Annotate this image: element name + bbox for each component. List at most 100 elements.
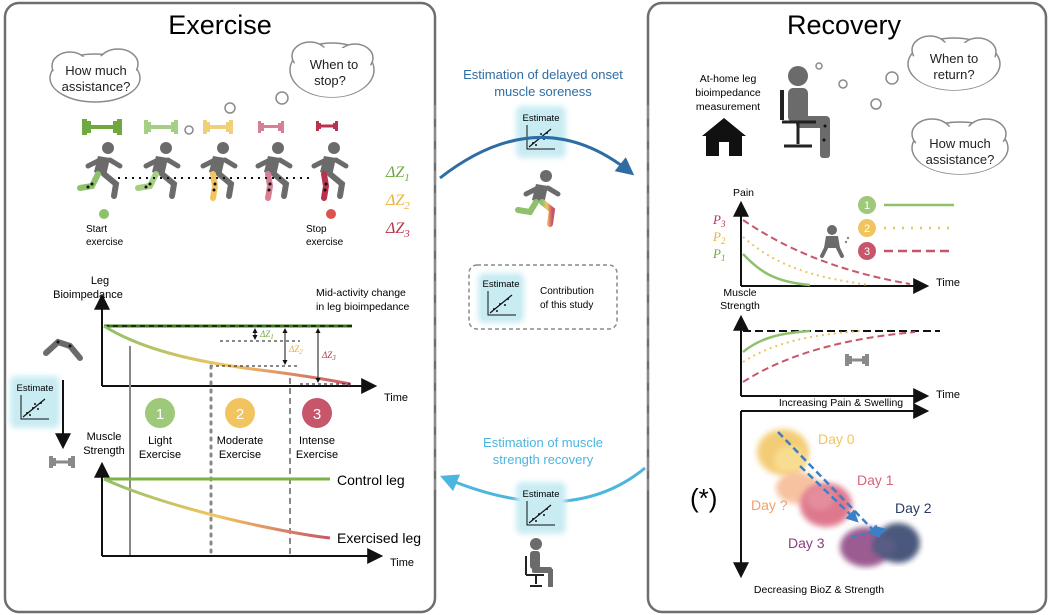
phase-3: 3 Intense Exercise: [296, 398, 338, 461]
thought-bubbles: [184, 91, 289, 135]
scatter-icon: [526, 501, 555, 526]
svg-text:P1: P1: [712, 246, 725, 263]
athome-label-3: measurement: [696, 101, 760, 113]
svg-text:Estimate: Estimate: [523, 489, 560, 500]
house-icon: [702, 118, 746, 156]
decreasing-label: Decreasing BioZ & Strength: [754, 584, 884, 596]
exercise-title: Exercise: [168, 10, 272, 40]
dz1-small: ΔZ1: [259, 329, 274, 341]
dz2-small: ΔZ2: [288, 344, 303, 356]
trend-arrow-1: [777, 431, 881, 538]
thought-cloud-stop: When to stop?: [289, 41, 375, 98]
runner-icon: [255, 142, 293, 201]
recovery-estimation-title-2: strength recovery: [493, 452, 594, 467]
start-dot: [99, 209, 109, 219]
stop-label-2: exercise: [306, 237, 344, 248]
rec-curve-2: [742, 330, 861, 363]
svg-text:Estimate: Estimate: [17, 383, 54, 394]
phase-2: 2 Moderate Exercise: [217, 398, 263, 461]
scatter-icon: [487, 291, 516, 316]
dz1-label: ΔZ1: [385, 164, 410, 184]
phase-3-label-2: Exercise: [296, 449, 338, 461]
dz3-label: ΔZ3: [385, 220, 410, 240]
phase-2-label-2: Exercise: [219, 449, 261, 461]
dumbbell-icon: [203, 120, 233, 134]
day0-label: Day 0: [818, 431, 855, 447]
doms-arc-arrow: [439, 135, 635, 180]
runner-icon: [200, 142, 238, 201]
thought-return-line2: return?: [933, 67, 974, 82]
dumbbell-icon: [82, 119, 122, 135]
svg-text:3: 3: [313, 406, 321, 423]
dumbbell-icon: [258, 121, 284, 133]
thought-stop-line2: stop?: [314, 73, 346, 88]
estimate-box-top: Estimate: [516, 106, 566, 158]
thought-return-line1: When to: [930, 51, 978, 66]
p-labels: P3 P2 P1: [712, 212, 726, 263]
svg-text:2: 2: [236, 406, 244, 423]
mid-activity-label-2: in leg bioimpedance: [316, 301, 410, 313]
asterisk-label: (*): [690, 483, 717, 513]
thought-assistance-line2: assistance?: [62, 79, 131, 94]
thought-bubbles-recovery: [815, 62, 899, 110]
start-label-2: exercise: [86, 237, 124, 248]
thought-cloud-assistance-recovery: How much assistance?: [911, 118, 1009, 175]
muscle-strength-label-2: Strength: [83, 445, 125, 457]
phase-1-label-2: Exercise: [139, 449, 181, 461]
rec-strength-label-1: Muscle: [723, 287, 756, 299]
trend-arrow-3: [851, 525, 888, 539]
leg-bioimpedance-label-1: Leg: [91, 275, 109, 287]
doms-title-1: Estimation of delayed onset: [463, 67, 623, 82]
exercised-leg-curve: [103, 477, 331, 540]
thought-assistance-line1: How much: [65, 63, 126, 78]
thought-stop-line1: When to: [310, 57, 358, 72]
leg-bioimpedance-label-2: Bioimpedance: [53, 289, 123, 301]
stop-label-1: Stop: [306, 224, 327, 235]
svg-text:1: 1: [864, 200, 870, 212]
rec-time-label: Time: [936, 389, 960, 401]
doms-title-2: muscle soreness: [494, 84, 592, 99]
phase-2-label-1: Moderate: [217, 435, 263, 447]
day2-label: Day 2: [895, 500, 932, 516]
svg-text:2: 2: [864, 223, 870, 235]
thought-assist-r-line1: How much: [929, 136, 990, 151]
svg-text:Estimate: Estimate: [523, 113, 560, 124]
dumbbell-icon: [845, 354, 869, 366]
dz3-small: ΔZ3: [321, 350, 336, 362]
rec-curve-3: [742, 331, 916, 383]
runner-icon: [311, 142, 349, 201]
pain-legend: 1 2 3: [858, 196, 954, 260]
control-leg-label: Control leg: [337, 472, 405, 488]
pain-time-label: Time: [936, 277, 960, 289]
svg-text:1: 1: [156, 406, 164, 423]
rec-strength-label-2: Strength: [720, 300, 760, 312]
thought-assist-r-line2: assistance?: [926, 152, 995, 167]
thought-cloud-assistance: How much assistance?: [49, 48, 141, 103]
muscle-strength-label-1: Muscle: [87, 431, 122, 443]
strength-time-label: Time: [390, 557, 414, 569]
svg-text:Estimate: Estimate: [483, 279, 520, 290]
phase-1-label-1: Light: [148, 435, 172, 447]
leg-icon: [43, 338, 83, 361]
pain-curve-1: [742, 253, 811, 287]
runner-icon: [135, 142, 181, 199]
crouching-person-icon: [820, 225, 850, 258]
increasing-label: Increasing Pain & Swelling: [779, 397, 903, 409]
bioz-time-label: Time: [384, 392, 408, 404]
dumbbell-icon: [144, 120, 178, 134]
dz2-label: ΔZ2: [385, 192, 410, 212]
runner-icon: [515, 170, 561, 227]
phase-1: 1 Light Exercise: [139, 398, 181, 461]
contribution-label-2: of this study: [540, 300, 593, 311]
svg-text:P3: P3: [712, 212, 726, 229]
day1-label: Day 1: [857, 472, 894, 488]
pain-curve-2: [742, 236, 871, 286]
mid-activity-label-1: Mid-activity change: [316, 287, 406, 299]
seated-person-large-icon: [780, 66, 830, 158]
athome-label-1: At-home leg: [700, 73, 757, 85]
runner-icon: [77, 142, 123, 199]
exercised-leg-label: Exercised leg: [337, 530, 421, 546]
dumbbell-icon: [316, 121, 338, 131]
contribution-box: Estimate Contribution of this study: [468, 264, 618, 330]
